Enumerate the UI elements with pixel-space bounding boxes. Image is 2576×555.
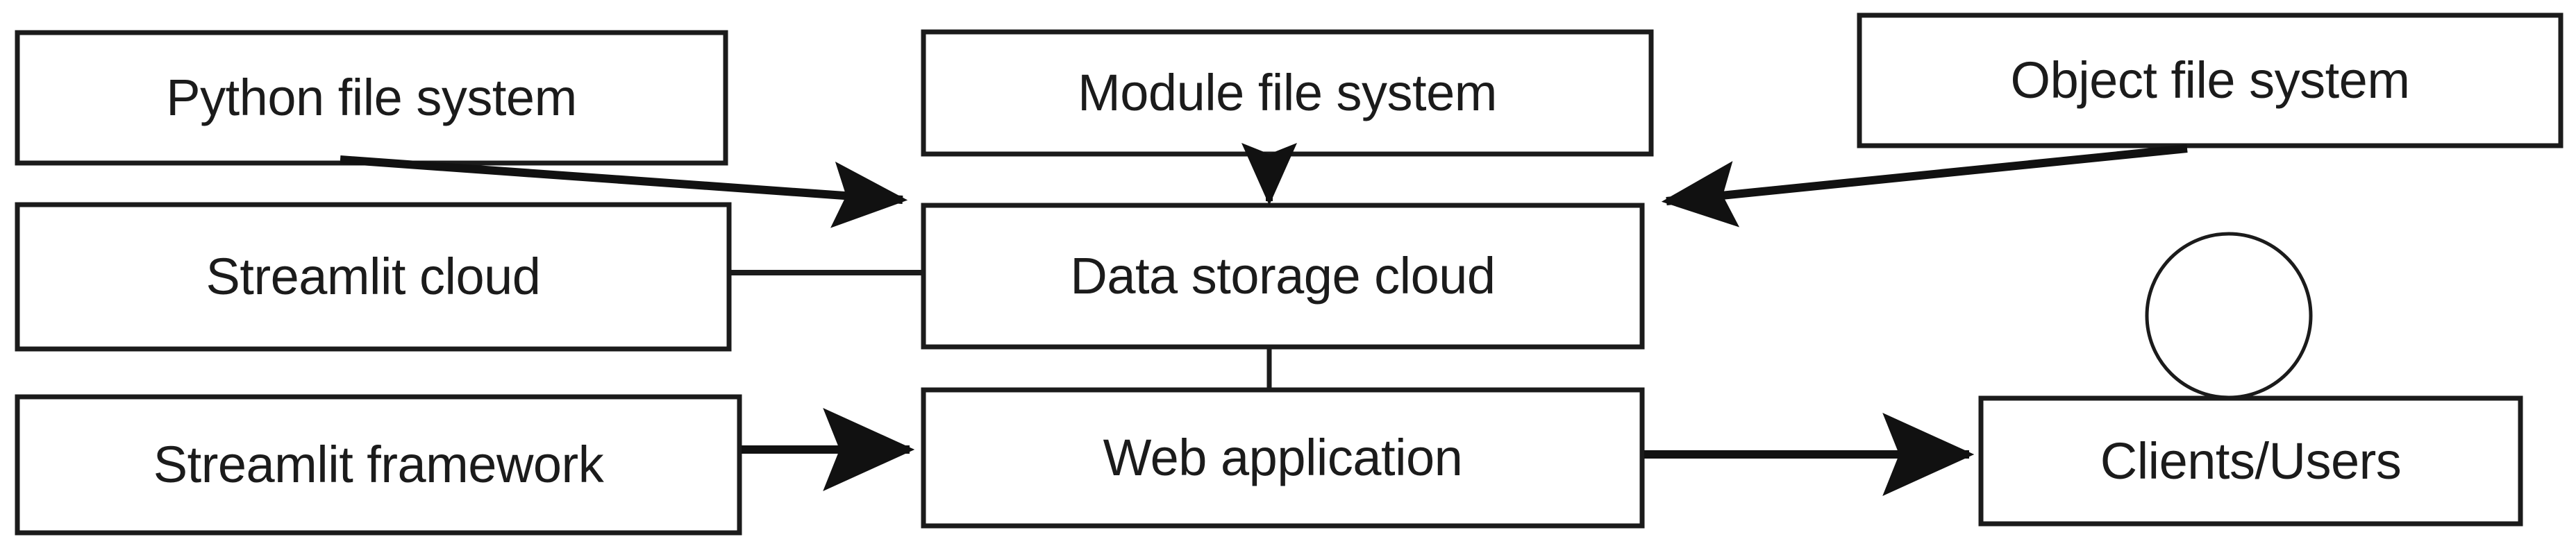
- node-python-file-system[interactable]: [15, 30, 728, 166]
- node-client-circle[interactable]: [2145, 232, 2313, 400]
- node-module-file-system[interactable]: [921, 29, 1654, 157]
- node-streamlit-cloud[interactable]: [15, 202, 732, 352]
- edge-python-to-data-storage: [340, 155, 908, 228]
- node-object-file-system[interactable]: [1857, 12, 2564, 148]
- node-clients-users[interactable]: [1978, 395, 2523, 527]
- edge-object-to-data-storage: [1661, 144, 2188, 228]
- node-data-storage-cloud[interactable]: [921, 203, 1645, 350]
- node-streamlit-framework[interactable]: [15, 394, 742, 536]
- node-web-application[interactable]: [921, 387, 1645, 529]
